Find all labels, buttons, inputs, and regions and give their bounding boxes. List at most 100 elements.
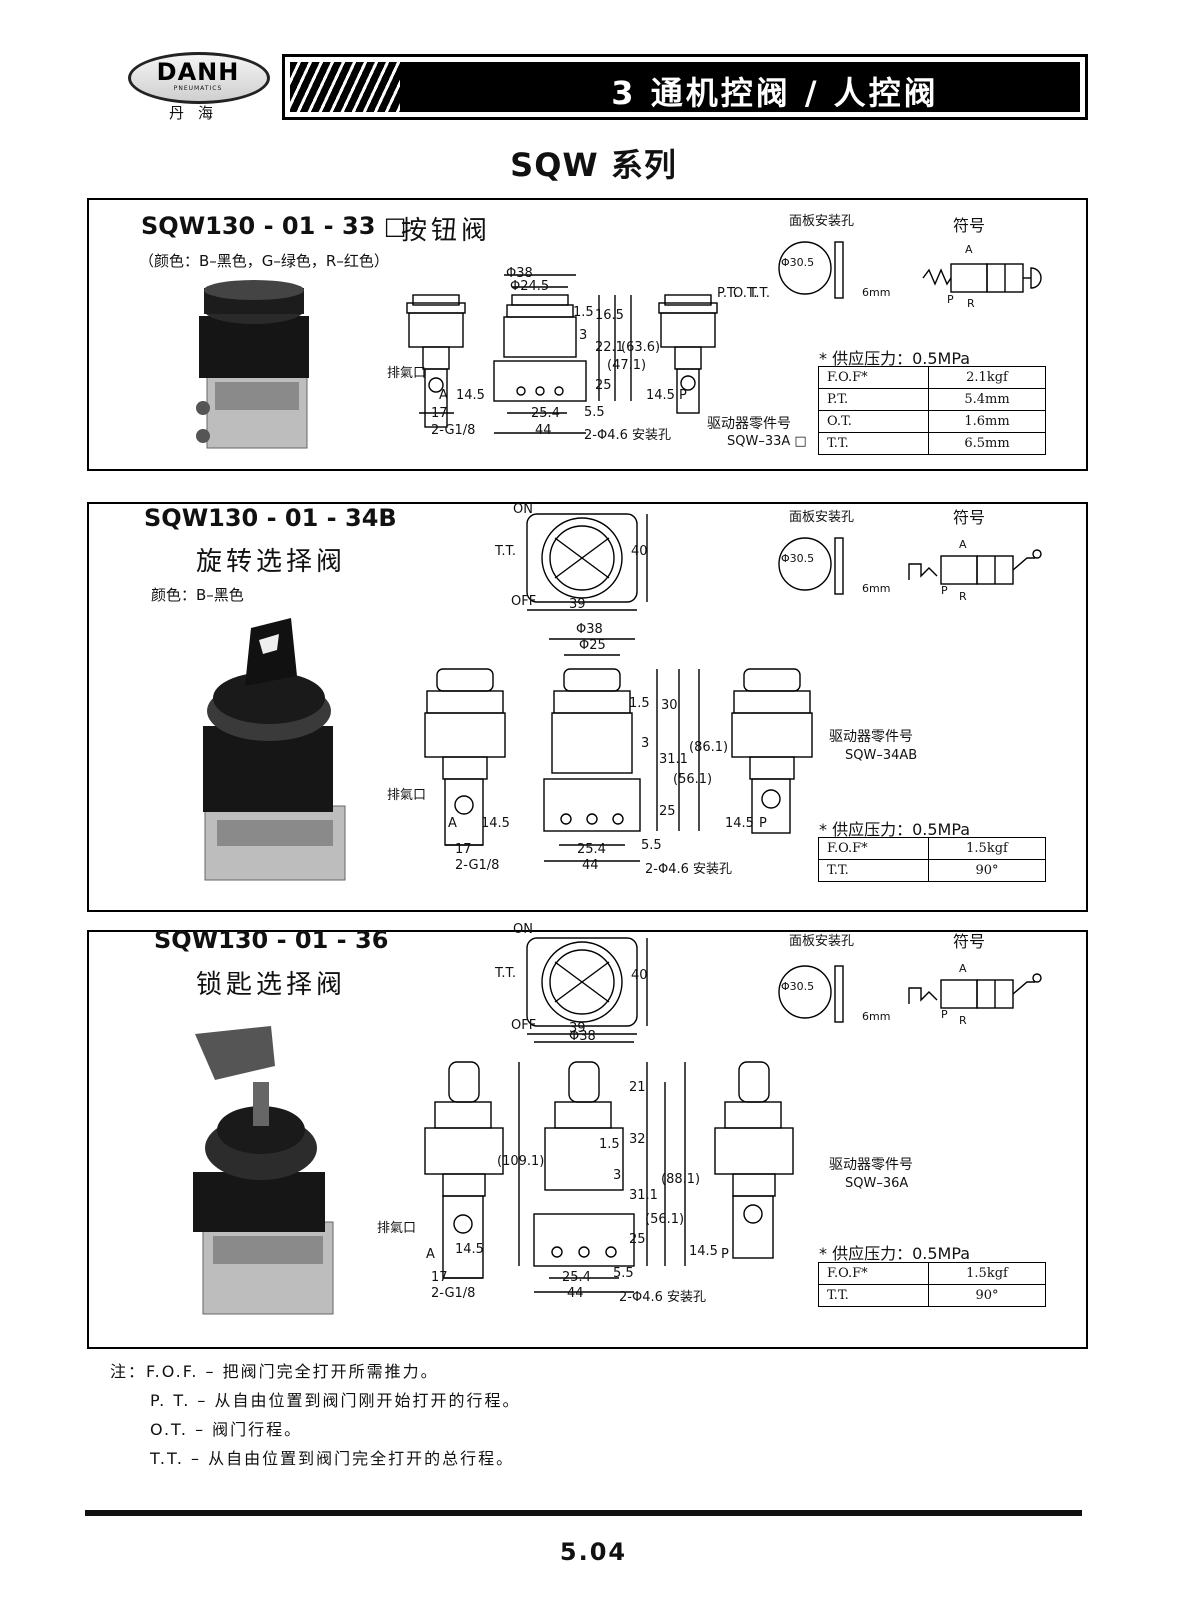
symbol-label: 符号 (953, 216, 986, 235)
product-panel-36: SQW130 - 01 - 36 锁匙选择阀 ON OFF T.T. 39 40 (87, 922, 1088, 1349)
dim-h3: 3 (579, 328, 588, 343)
series-title: SQW 系列 (510, 146, 677, 184)
panel-thickness: 6mm (862, 286, 891, 299)
spec-row: T.T.90° (818, 859, 1046, 882)
top-view-drawing (526, 513, 648, 611)
port-a: A (426, 1247, 435, 1262)
spec-value: 5.4mm (928, 388, 1046, 411)
port-a: A (439, 388, 448, 403)
symbol-label: 符号 (953, 932, 986, 951)
dim-h55: 5.5 (613, 1266, 634, 1281)
mount-holes: 2-Φ4.6 安装孔 (584, 428, 672, 443)
spec-value: 1.6mm (928, 410, 1046, 433)
hole-diameter: Φ30.5 (781, 256, 815, 269)
valve-symbol-rotary (908, 549, 1042, 585)
spec-table: F.O.F*1.5kgf T.T.90° (818, 837, 1046, 882)
dim-h145: 14.5 (456, 388, 485, 403)
dim-h15: 1.5 (629, 696, 650, 711)
spec-value: 90° (928, 1284, 1046, 1307)
spec-row: P.T.5.4mm (818, 388, 1046, 411)
symbol-port-r: R (959, 1014, 967, 1027)
spec-key: O.T. (818, 410, 929, 433)
page-number: 5.04 (559, 1538, 628, 1566)
spec-key: F.O.F* (818, 1262, 929, 1285)
mount-holes: 2-Φ4.6 安装孔 (619, 1290, 707, 1305)
dim-top-h: 40 (631, 544, 648, 559)
dim-w44: 44 (567, 1286, 584, 1301)
exhaust-label: 排氣口 (387, 366, 427, 381)
logo-cn: 丹海 (168, 104, 227, 122)
danh-logo: DANH PNEUMATICS 丹海 (128, 52, 270, 122)
dim-d25: Φ25 (579, 638, 606, 653)
title-stripes (290, 62, 400, 112)
product-panel-34b: SQW130 - 01 - 34B 旋转选择阀 颜色：B–黑色 ON OFF T… (87, 502, 1088, 912)
tt-label: T.T. (495, 544, 517, 559)
dim-d38: Φ38 (569, 1029, 596, 1044)
dim-h471: (47.1) (607, 358, 647, 373)
spec-key: T.T. (818, 1284, 929, 1307)
symbol-port-p: P (941, 584, 948, 597)
panel-hole-label: 面板安装孔 (789, 214, 855, 229)
rotary-selector-valve-photo (203, 618, 346, 881)
dimension-drawing-36 (424, 1041, 794, 1293)
dim-h636: (63.6) (621, 340, 661, 355)
symbol-port-a: A (965, 243, 973, 256)
dim-w254: 25.4 (577, 842, 606, 857)
dim-w254: 25.4 (562, 1270, 591, 1285)
spec-table: F.O.F*1.5kgf T.T.90° (818, 1262, 1046, 1307)
push-button-valve-photo (196, 280, 309, 449)
dim-h3: 3 (641, 736, 650, 751)
panel-hole-drawing (778, 537, 844, 595)
spec-row: T.T.6.5mm (818, 432, 1046, 455)
actuator-part-label: 驱动器零件号 (707, 416, 791, 432)
hole-diameter: Φ30.5 (781, 980, 815, 993)
dim-d38: Φ38 (576, 622, 603, 637)
dim-h15: 1.5 (573, 305, 594, 320)
dim-h145: 14.5 (481, 816, 510, 831)
port-p: P (759, 816, 767, 831)
top-view-drawing (526, 937, 648, 1035)
spec-row: T.T.90° (818, 1284, 1046, 1307)
dim-h3: 3 (613, 1168, 622, 1183)
page-title: 3 通机控阀 / 人控阀 (611, 74, 939, 112)
model-number: SQW130 - 01 - 36 (154, 926, 389, 954)
hole-diameter: Φ30.5 (781, 552, 815, 565)
key-selector-valve-photo (193, 1026, 334, 1315)
dim-top-h: 40 (631, 968, 648, 983)
actuator-part-number: SQW–36A (845, 1176, 909, 1191)
dim-w17: 17 (455, 842, 472, 857)
dim-h145: 14.5 (455, 1242, 484, 1257)
symbol-port-a: A (959, 962, 967, 975)
dim-h165: 16.5 (595, 308, 624, 323)
spec-key: T.T. (818, 432, 929, 455)
dim-h221: 22.1 (595, 340, 624, 355)
supply-pressure: * 供应压力：0.5MPa (819, 349, 971, 368)
port-p: P (721, 1247, 729, 1262)
panel-thickness: 6mm (862, 1010, 891, 1023)
pos-on: ON (513, 922, 533, 937)
color-options: （颜色：B–黑色，G–绿色，R–红色） (139, 252, 389, 270)
spec-row: F.O.F*2.1kgf (818, 366, 1046, 389)
dim-h145-r: 14.5 (689, 1244, 718, 1259)
mount-holes: 2-Φ4.6 安装孔 (645, 862, 733, 877)
product-panel-33: SQW130 - 01 - 33 □ 按钮阀 （颜色：B–黑色，G–绿色，R–红… (87, 198, 1088, 471)
spec-value: 1.5kgf (928, 1262, 1046, 1285)
dim-d38: Φ38 (506, 266, 533, 281)
dim-h881: (88.1) (661, 1172, 701, 1187)
note-fof: 注：F.O.F. – 把阀门完全打开所需推力。 (110, 1362, 439, 1381)
dim-h311: 31.1 (629, 1188, 658, 1203)
dim-w17: 17 (431, 1270, 448, 1285)
color-options: 颜色：B–黑色 (151, 586, 244, 604)
spec-key: F.O.F* (818, 837, 929, 860)
dim-h561: (56.1) (673, 772, 713, 787)
spec-table: F.O.F*2.1kgf P.T.5.4mm O.T.1.6mm T.T.6.5… (818, 366, 1046, 455)
dim-top-w: 39 (569, 1021, 586, 1036)
supply-pressure: * 供应压力：0.5MPa (819, 1244, 971, 1263)
actuator-part-number: SQW–34AB (845, 748, 918, 763)
note-ot: O.T. – 阀门行程。 (150, 1420, 303, 1439)
port-p: P (679, 388, 687, 403)
spec-row: F.O.F*1.5kgf (818, 1262, 1046, 1285)
dim-h25: 25 (659, 804, 676, 819)
spec-value: 90° (928, 859, 1046, 882)
product-name: 按钮阀 (401, 216, 492, 246)
